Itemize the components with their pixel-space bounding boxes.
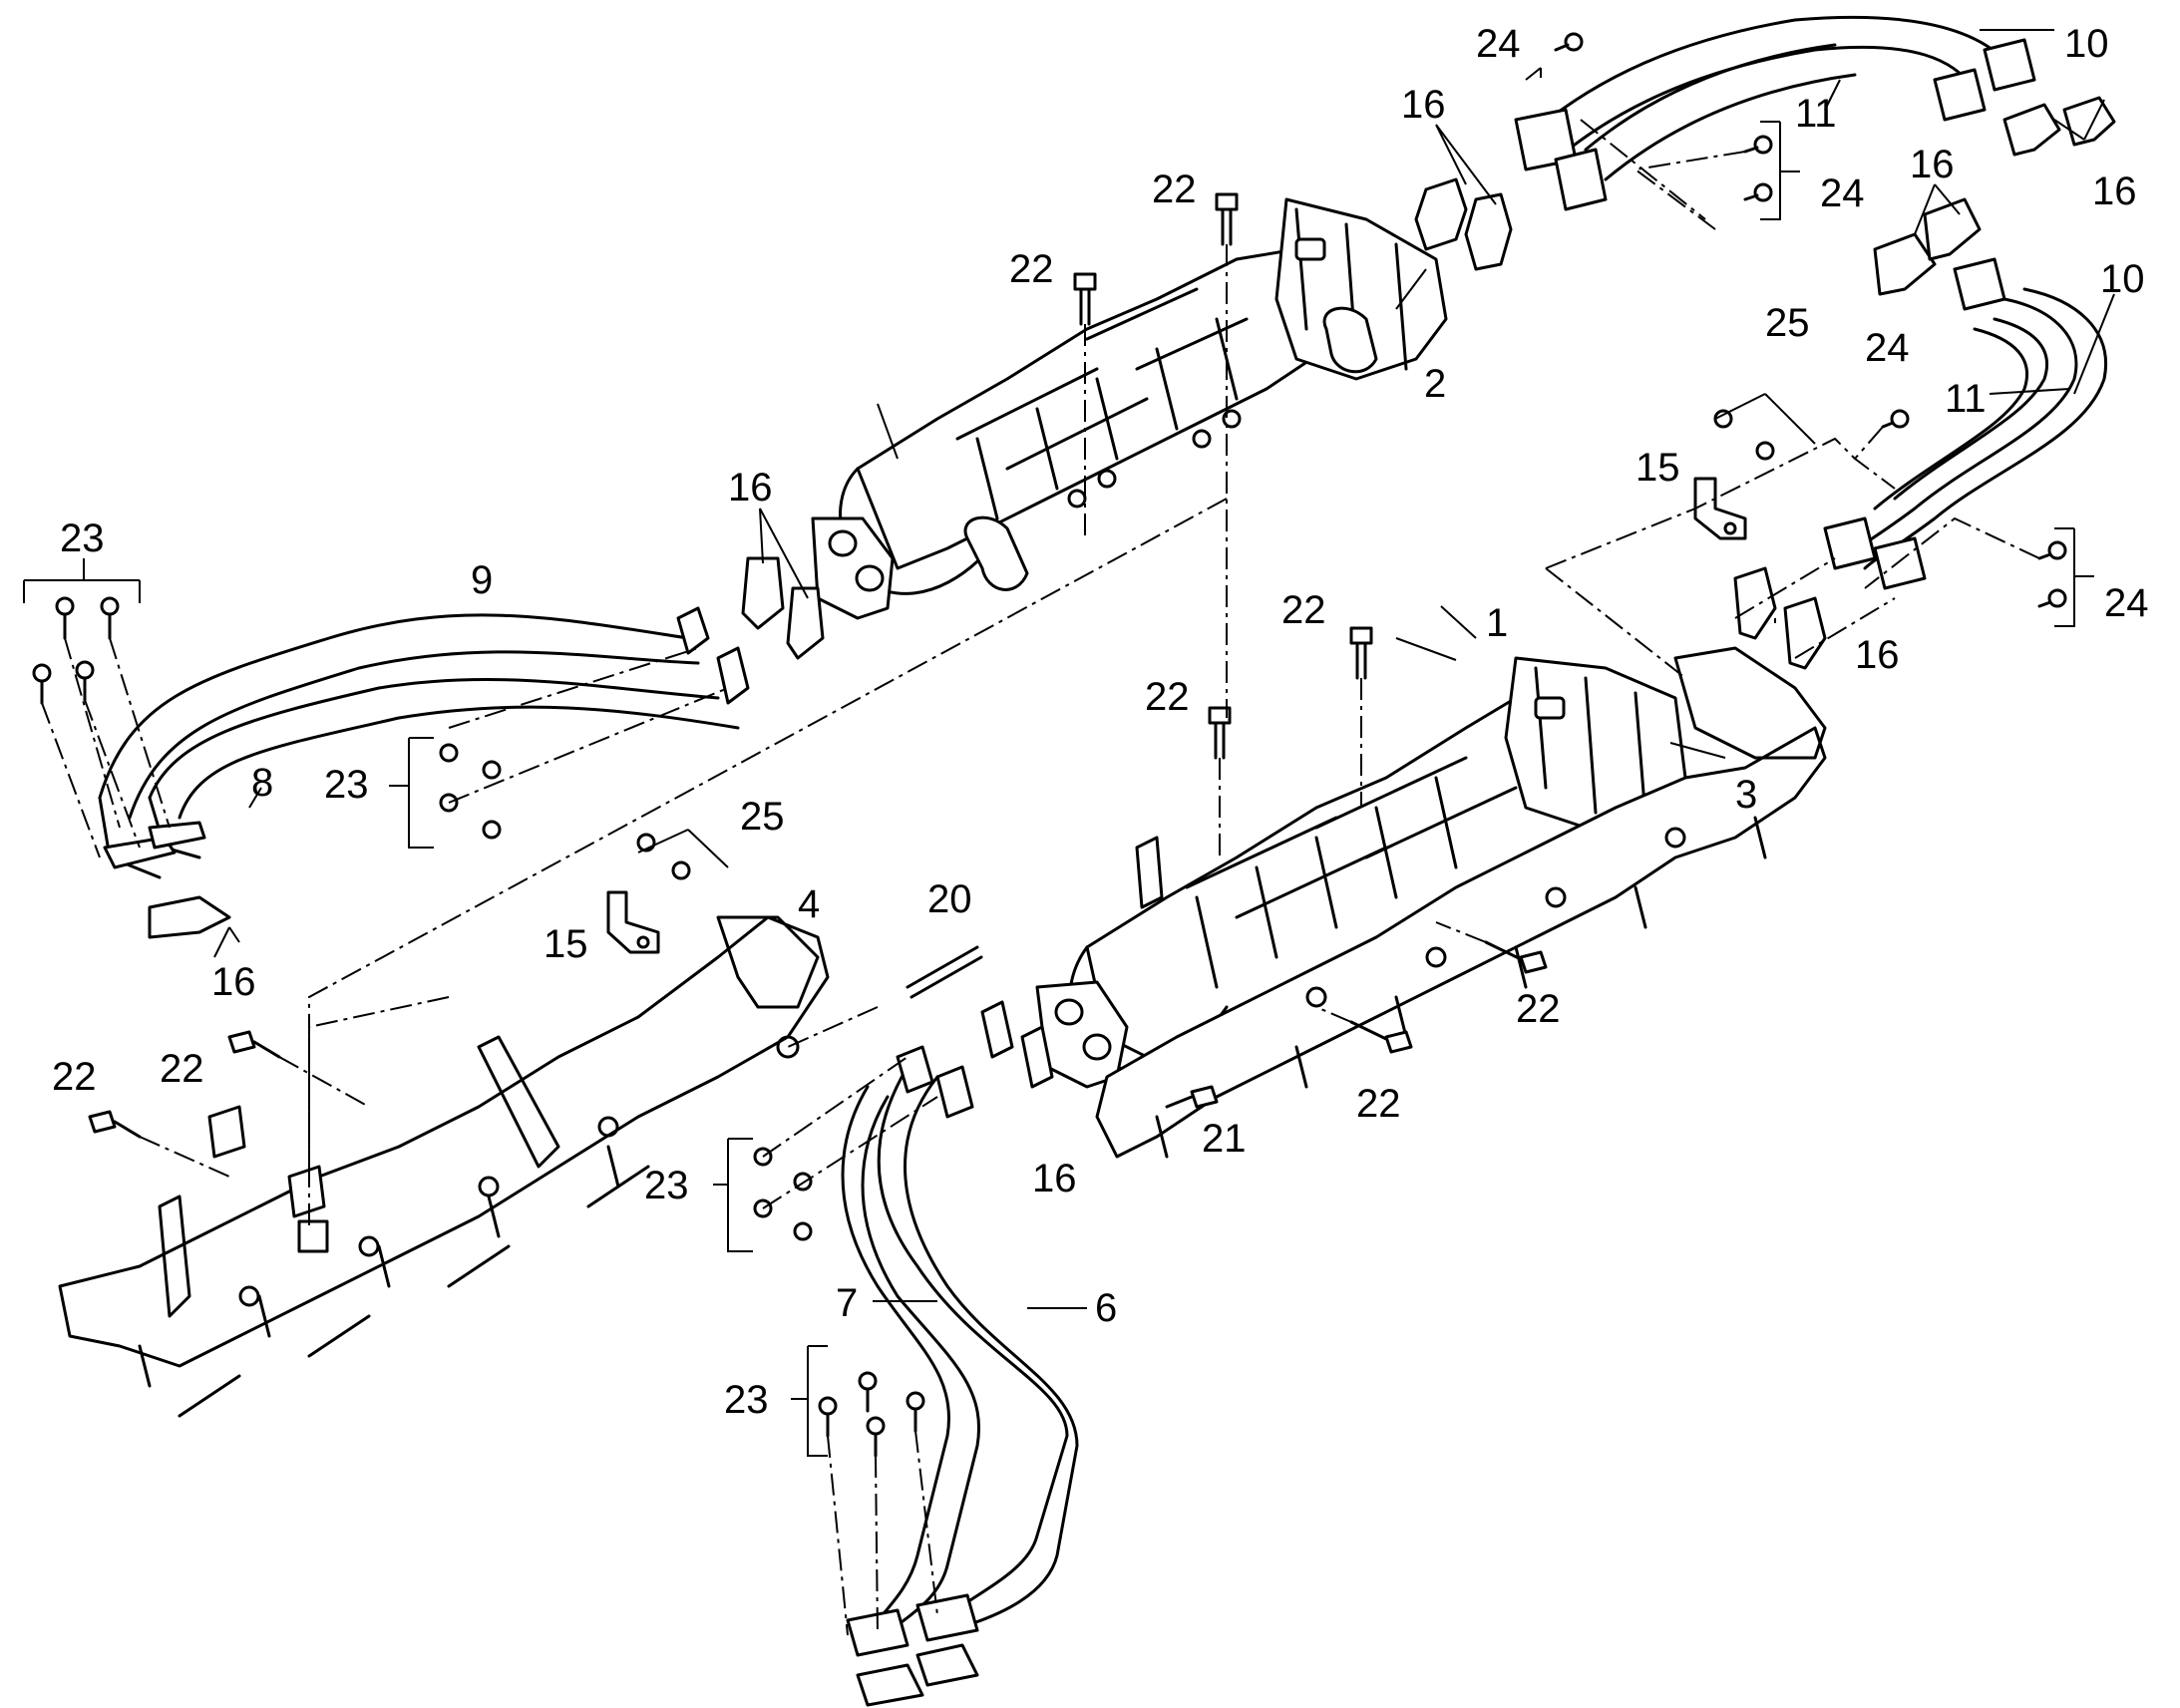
callout-16-f: 16 bbox=[211, 960, 256, 1004]
bolt-22-mid-2 bbox=[1208, 706, 1232, 760]
callout-23-c: 23 bbox=[644, 1164, 689, 1207]
part-15-bracket-lower bbox=[606, 890, 660, 954]
callout-16-e: 16 bbox=[1855, 633, 1900, 677]
callout-23-a: 23 bbox=[60, 516, 105, 560]
callout-11-upper: 11 bbox=[1795, 92, 1837, 136]
bolts-25-group bbox=[636, 409, 1775, 880]
callout-16-d: 16 bbox=[728, 466, 773, 510]
callout-4: 4 bbox=[798, 882, 820, 926]
leader-lines bbox=[23, 29, 2115, 1457]
callout-11-right: 11 bbox=[1945, 377, 1987, 421]
callout-22-f: 22 bbox=[1356, 1082, 1401, 1126]
callout-1: 1 bbox=[1486, 601, 1508, 645]
callout-3: 3 bbox=[1735, 773, 1757, 817]
callout-8: 8 bbox=[251, 761, 273, 805]
callout-16-c: 16 bbox=[2092, 170, 2137, 213]
part-1-exhaust-cooler-lower bbox=[1035, 656, 1687, 1089]
part-10-11-exhaust-pipes-right bbox=[1823, 257, 2107, 590]
callout-24-a: 24 bbox=[1476, 22, 1521, 66]
callout-16-b: 16 bbox=[1910, 143, 1955, 186]
callout-22-e: 22 bbox=[1516, 987, 1561, 1031]
part-3-exhaust-manifold-right bbox=[1095, 646, 1827, 1159]
bolt-22-right-1 bbox=[1484, 940, 1548, 974]
callout-21: 21 bbox=[1202, 1117, 1247, 1161]
callout-23-d: 23 bbox=[724, 1378, 769, 1422]
callout-9: 9 bbox=[471, 558, 493, 602]
callout-16-g: 16 bbox=[1032, 1157, 1077, 1200]
bolt-22-lower-left-2 bbox=[88, 1110, 142, 1139]
callout-25-b: 25 bbox=[740, 795, 785, 839]
callout-10-upper: 10 bbox=[2064, 22, 2109, 66]
bolt-22-mid-1 bbox=[1349, 626, 1373, 680]
bolt-22-lower-left-1 bbox=[227, 1030, 281, 1059]
bolts-23-group bbox=[32, 596, 925, 1458]
callout-15-upper: 15 bbox=[1635, 446, 1680, 490]
callout-24-d: 24 bbox=[2104, 581, 2149, 625]
callout-22-c: 22 bbox=[1281, 588, 1326, 632]
callout-10-right: 10 bbox=[2100, 257, 2145, 301]
part-10-11-exhaust-pipes-upper-right bbox=[1514, 15, 2036, 211]
callout-2: 2 bbox=[1424, 362, 1446, 406]
bolt-22-upper-1 bbox=[1215, 192, 1239, 246]
part-20-stud bbox=[776, 945, 983, 1059]
callout-22-d: 22 bbox=[1145, 675, 1190, 719]
bolts-24-group bbox=[1554, 32, 2067, 608]
alignment-lines bbox=[41, 119, 2040, 1636]
callout-23-b: 23 bbox=[324, 763, 369, 807]
callout-20: 20 bbox=[927, 877, 972, 921]
bolt-22-right-2 bbox=[1349, 1020, 1413, 1054]
callout-22-g: 22 bbox=[160, 1047, 204, 1091]
callout-22-a: 22 bbox=[1152, 168, 1197, 211]
part-2-exhaust-cooler-upper bbox=[811, 197, 1448, 620]
part-8-9-exhaust-pipes-left bbox=[98, 606, 750, 879]
callout-22-h: 22 bbox=[52, 1055, 97, 1099]
callout-24-b: 24 bbox=[1820, 171, 1865, 215]
callout-24-c: 24 bbox=[1865, 326, 1910, 370]
callout-6: 6 bbox=[1095, 1286, 1117, 1330]
bolt-22-upper-2 bbox=[1073, 272, 1097, 326]
callout-22-b: 22 bbox=[1009, 247, 1054, 291]
callout-15-lower: 15 bbox=[544, 922, 588, 966]
callout-25-a: 25 bbox=[1765, 301, 1810, 345]
callout-7: 7 bbox=[836, 1281, 858, 1325]
callout-16-a: 16 bbox=[1401, 83, 1446, 127]
gasket-16-group bbox=[148, 96, 2116, 1707]
bolt-21 bbox=[1165, 1085, 1219, 1109]
part-15-bracket-upper bbox=[1693, 477, 1747, 540]
part-4-exhaust-manifold-left bbox=[58, 915, 830, 1418]
part-6-7-exhaust-pipes-lower bbox=[841, 1045, 1079, 1657]
callouts: 1 2 3 4 6 7 8 9 10 10 11 11 15 15 16 16 … bbox=[52, 22, 2149, 1422]
